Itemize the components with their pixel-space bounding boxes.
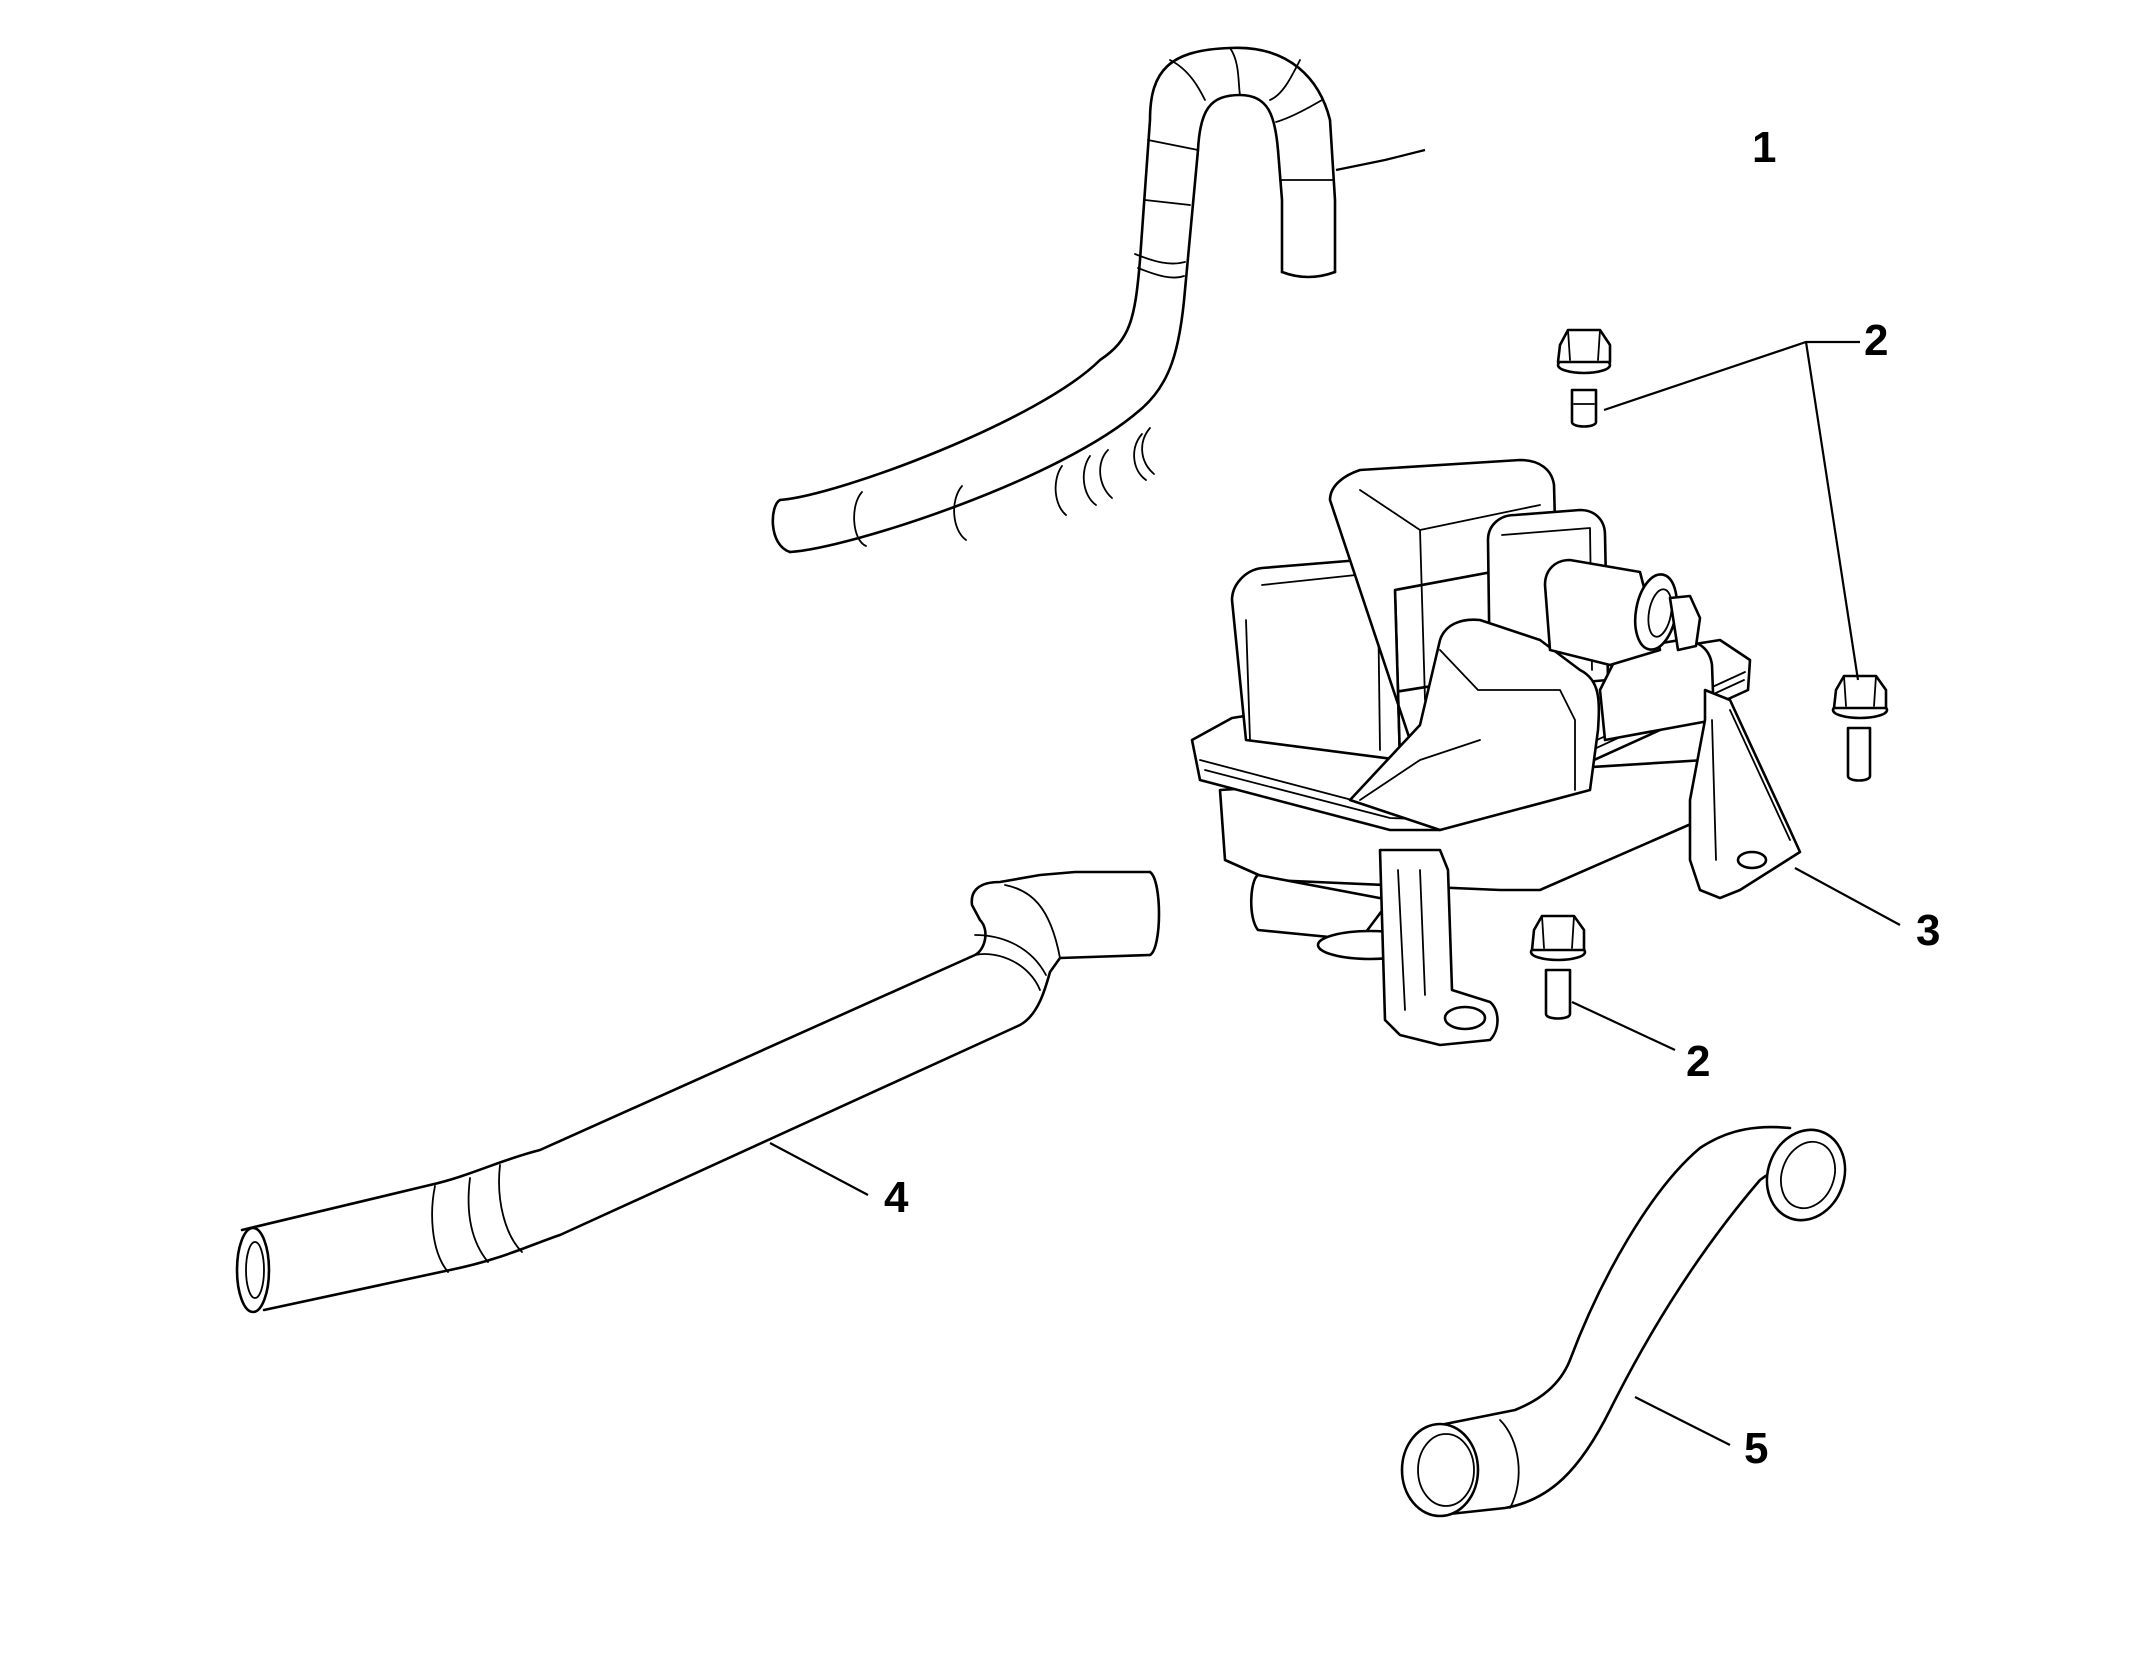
callout-1: 1 [1752, 123, 1776, 172]
callout-2-top: 2 [1864, 316, 1888, 365]
callout-3: 3 [1916, 906, 1940, 955]
leader-2-bottom [1571, 1001, 1676, 1051]
leader-4 [769, 1142, 869, 1196]
callout-2-bottom: 2 [1686, 1037, 1710, 1086]
leader-2-right [1804, 341, 1860, 681]
leader-lines [769, 148, 1901, 1446]
bolt-2-top[interactable] [1556, 328, 1612, 428]
reservoir-3[interactable] [1190, 458, 1802, 1047]
callout-labels: 1 2 3 2 4 5 [884, 123, 1940, 1473]
leader-3 [1794, 867, 1901, 926]
leader-5 [1634, 1396, 1731, 1446]
callout-4: 4 [884, 1173, 909, 1222]
callout-5: 5 [1744, 1424, 1768, 1473]
leader-2-top [1603, 340, 1860, 412]
bolt-2-bottom[interactable] [1529, 914, 1587, 1020]
hose-1[interactable] [771, 46, 1337, 554]
hose-5[interactable] [1400, 1119, 1857, 1518]
hose-4[interactable] [235, 870, 1161, 1314]
leader-1 [1335, 148, 1426, 172]
bolt-2-right[interactable] [1831, 674, 1889, 782]
